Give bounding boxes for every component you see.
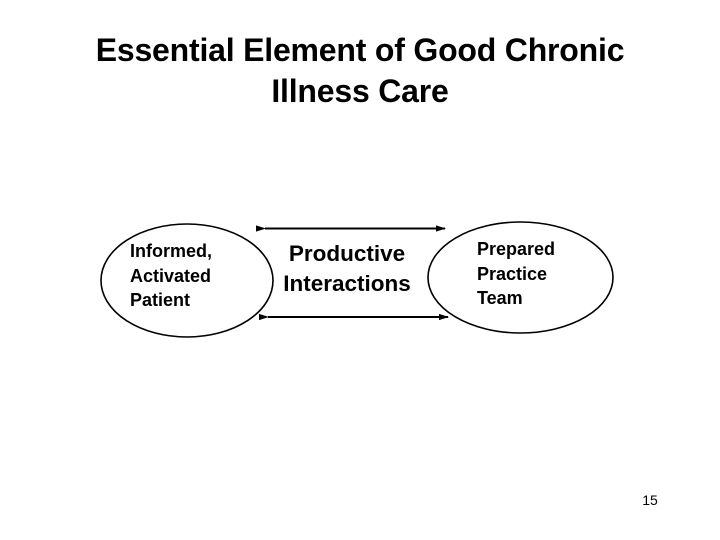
node-informed-activated-patient[interactable] [100, 223, 274, 338]
node-label-informed-activated-patient: Informed, Activated Patient [130, 241, 213, 310]
page-title: Essential Element of Good Chronic Illnes… [95, 32, 625, 109]
node-prepared-practice-team[interactable] [427, 221, 614, 334]
center-label-productive-interactions: Productive Interactions [283, 241, 411, 296]
page-number: 15 [642, 492, 658, 508]
node-label-prepared-practice-team: Prepared Practice Team [477, 239, 556, 308]
